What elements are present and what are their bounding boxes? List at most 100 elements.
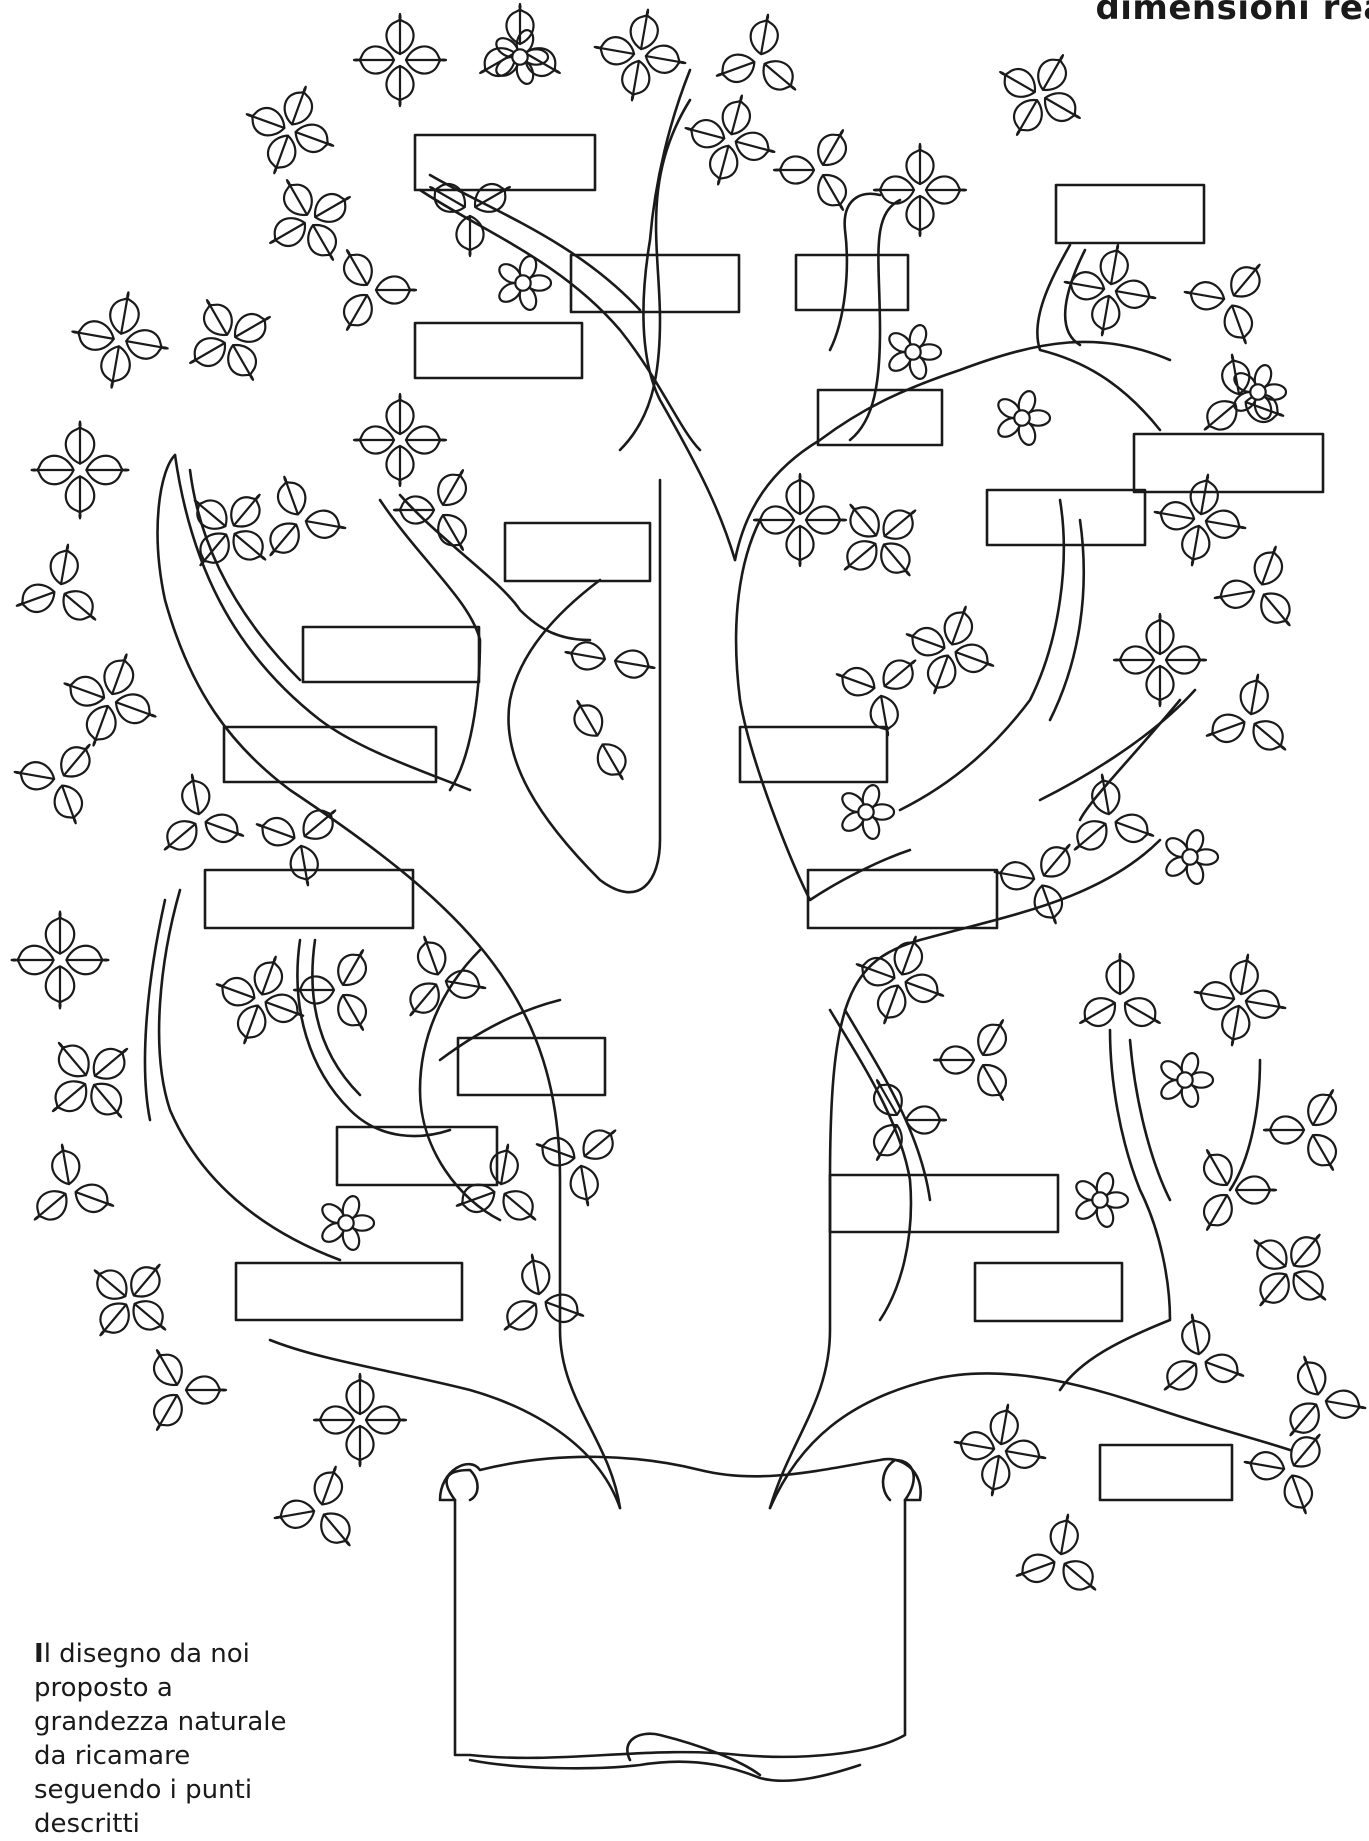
flowers [319,28,1286,1252]
name-box [818,390,942,445]
name-box [1134,434,1323,492]
leaf-vein [1065,1564,1091,1586]
leaf-vein [135,1304,161,1326]
leaf-vein [641,16,647,49]
leaf-vein [505,1194,531,1216]
leaf-vein [96,706,108,740]
leaf-vein [1246,1001,1279,1007]
leaf-vein [1313,1135,1330,1164]
name-boxes [205,135,1323,1500]
leaf-vein [862,966,894,978]
leaf-vein [121,299,127,334]
leaf-vein [1294,1239,1316,1265]
leaf-vein [1212,722,1244,734]
name-box [740,727,887,782]
leaf-vein [691,130,724,139]
leaf-vein [765,64,791,86]
branch-right-lower [1040,690,1195,800]
leaf-vein [1294,1405,1316,1431]
leaf-vein [546,1302,578,1314]
leaf-vein [206,822,238,834]
leaf-vein [849,544,875,566]
leaf-vein [235,534,261,556]
leaf-vein [961,1443,994,1449]
leaf-vein [1294,1439,1316,1465]
leaf-vein [116,702,150,714]
leaf-vein [22,592,54,604]
leaf-vein [112,660,124,694]
leaf-vein [275,223,304,240]
branch-top-left [420,190,700,450]
leaf-vein [1206,521,1239,527]
leaf-vein [414,985,436,1011]
leaf-vein [761,21,767,54]
caption-text: Il disegno da noi proposto a grandezza n… [34,1637,294,1841]
name-box [830,1175,1058,1232]
leaf-vein [1210,1195,1227,1224]
flower-center [515,275,530,290]
leaf-vein [1209,404,1235,426]
leaf-vein [1313,1095,1330,1124]
leaf-vein [884,545,906,571]
leaf-vein [1001,873,1034,879]
leaf-vein [193,781,199,814]
leaf-vein [315,200,344,217]
leaf-vein [70,686,104,698]
name-box [236,1263,462,1320]
leaf-vein [233,345,250,374]
leaf-vein [104,1305,126,1331]
leaf-vein [296,132,328,144]
leaf-vein [906,982,938,994]
leaf-vein [252,116,284,128]
leaf-vein [885,664,911,686]
leaf-vein [1045,98,1074,115]
leaf-vein [274,525,296,551]
leaf-vein [39,1194,65,1216]
leaf-vein [61,551,67,584]
branch-top-center [620,100,690,450]
leaf-vein [585,1134,611,1156]
leaf-vein [580,706,597,735]
leaf-vein [79,333,114,339]
leaf-vein [290,185,307,214]
name-box [303,627,479,682]
flower-center [1182,849,1197,864]
leaf-vein [912,636,944,648]
leaf-vein [1006,1451,1039,1457]
leaf-vein [885,514,911,536]
leaf-vein [1043,60,1060,89]
leaf-vein [350,255,367,284]
leaf-vein [881,696,887,729]
flower-center [1014,410,1029,425]
name-box [224,727,436,782]
leaf-vein [1326,1401,1359,1407]
leaf-vein [306,521,339,527]
leaf-vein [1169,1364,1195,1386]
leaf-vein [21,773,54,779]
leaf-vein [854,509,876,535]
leaf-vein [343,955,360,984]
leaf-vein [983,1065,1000,1094]
name-box [1100,1445,1232,1500]
branch-lower-right-1 [830,1010,911,1320]
leaf-vein [1262,552,1274,584]
leaf-vein [1295,1274,1321,1296]
name-box [808,870,997,928]
leaf-vein [952,612,964,644]
leaf-vein [1071,283,1104,289]
leaf-vein [1292,1476,1304,1508]
leaf-vein [1103,296,1109,329]
leaf-vein [581,1166,587,1199]
leaf-vein [1079,824,1105,846]
leaf-vein [262,962,274,994]
leaf-vein [1022,1562,1054,1574]
leaf-vein [533,1261,539,1294]
leaf-vein [160,1395,177,1424]
leaf-vein [62,786,74,818]
branch-right-upper [1037,245,1160,430]
leaf-vein [936,656,948,688]
branch-lower-right-3 [1230,1060,1260,1190]
flower-center [1092,1192,1107,1207]
leaf-vein [603,745,620,774]
leaf-vein [222,986,254,998]
